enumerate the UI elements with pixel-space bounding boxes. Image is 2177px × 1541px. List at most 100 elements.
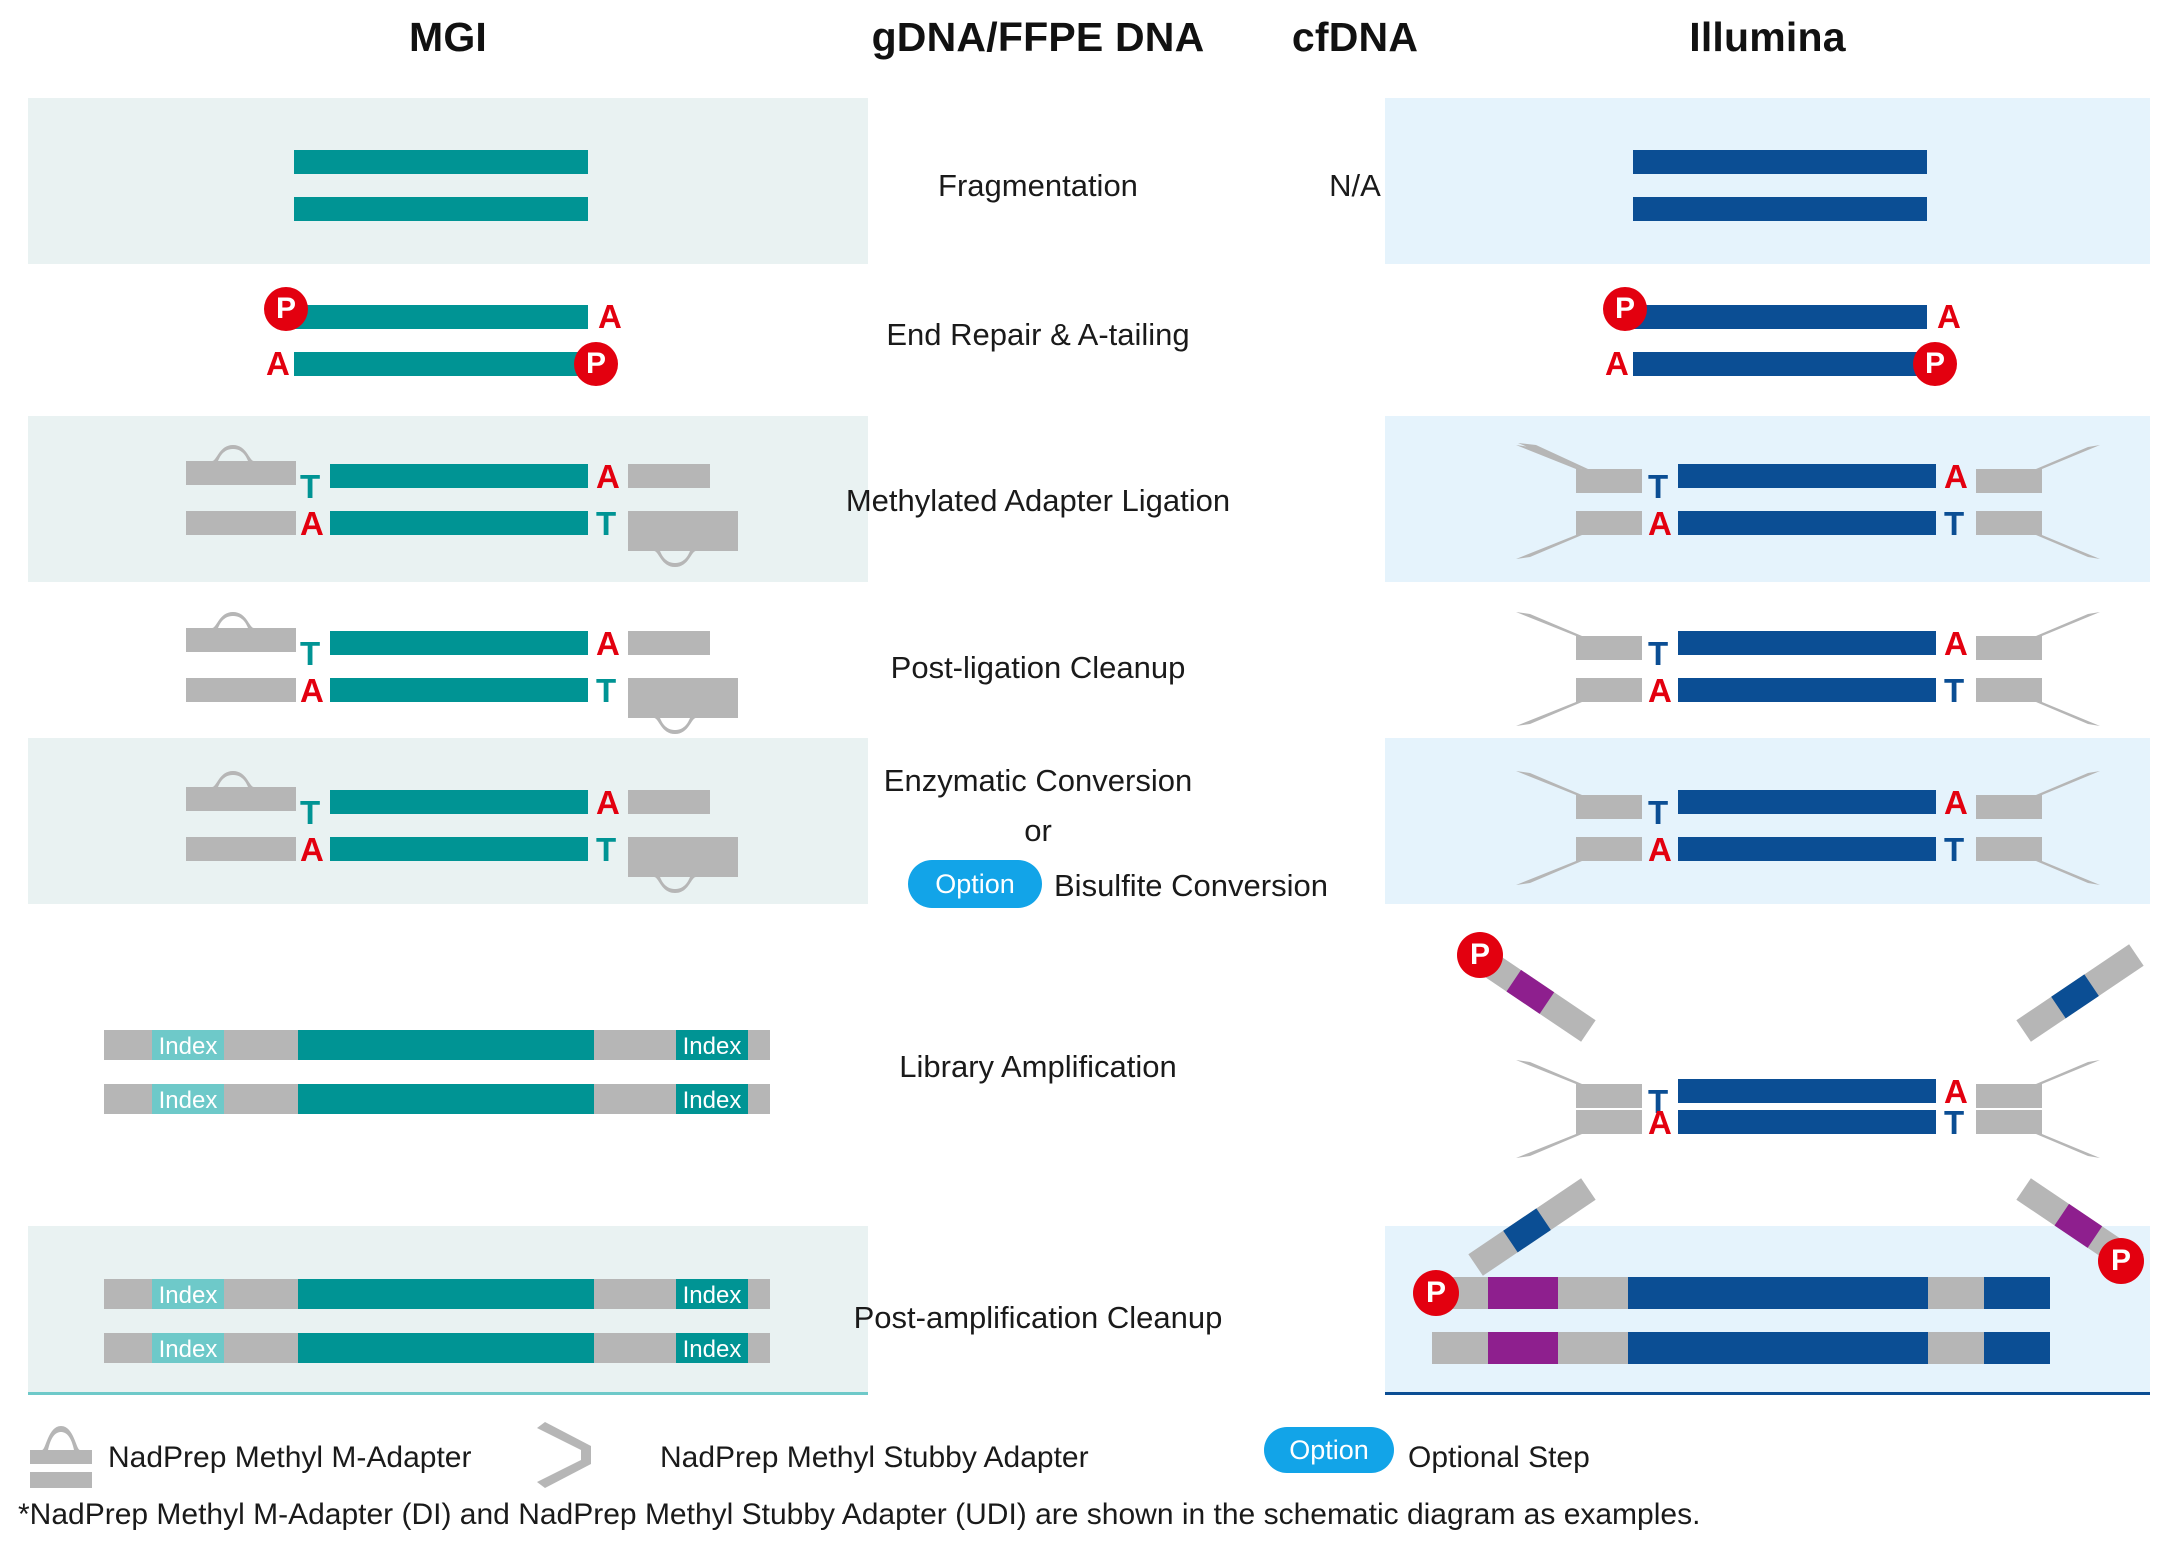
mgi-amp-bottom-index-right <box>676 1084 748 1114</box>
mgi-amp-top-insert <box>298 1030 594 1060</box>
illumina-final-top-insert <box>1628 1277 1928 1309</box>
mgi-m-adapter-left-cleanup <box>186 612 296 652</box>
row-band-illumina-conversion <box>1385 738 2150 904</box>
legend-m-adapter-icon <box>30 1426 92 1488</box>
phosphate-marker-mgi-bottom-right: P <box>574 342 618 386</box>
illumina-dna-strand-bottom <box>1633 197 1927 221</box>
mgi-m-adapter-right-conversion <box>628 837 738 893</box>
step-label-bisulfite-conversion: Bisulfite Conversion <box>1054 868 1328 903</box>
mgi-final-top-insert <box>298 1279 594 1309</box>
illumina-ligation-strand-top <box>1678 464 1936 488</box>
illumina-final-bottom-index-blue <box>1984 1332 2050 1364</box>
mgi-final-top-index-left-label: Index <box>158 1282 218 1309</box>
mgi-m-adapter-right-cleanup <box>628 678 738 734</box>
nucleotide-t-illumina-bottom-right-ligation: T <box>1944 505 1965 542</box>
nucleotide-a-illumina-bottom-left-conversion: A <box>1648 831 1672 868</box>
nucleotide-a-mgi-top-right-conversion: A <box>596 784 620 821</box>
illumina-final-top-index-blue <box>1984 1277 2050 1309</box>
mgi-amp-bottom-index-right-label: Index <box>682 1087 742 1114</box>
phosphate-marker-illumina-final: P <box>1413 1270 1459 1316</box>
step-label-end-repair: End Repair & A-tailing <box>886 317 1190 352</box>
mgi-conversion-strand-bottom <box>330 837 588 861</box>
illumina-column-rule <box>1385 1392 2150 1395</box>
illumina-amp-primer-top-left <box>1468 944 1596 1042</box>
nucleotide-t-mgi-top-left-ligation: T <box>300 468 321 505</box>
mgi-column-rule <box>28 1392 868 1395</box>
nucleotide-t-illumina-bottom-right-conversion: T <box>1944 831 1965 868</box>
nucleotide-t-mgi-bottom-right-conversion: T <box>596 831 617 868</box>
illumina-amp-stubby-bottom-left <box>1516 1110 1642 1158</box>
legend-optional-step-label: Optional Step <box>1408 1441 1590 1474</box>
mgi-amp-top-index-left-label: Index <box>158 1033 218 1060</box>
row-band-illumina-ligation <box>1385 416 2150 582</box>
mgi-conversion-strand-top <box>330 790 588 814</box>
mgi-amp-bottom-insert <box>298 1084 594 1114</box>
mgi-m-adapter-right-ligation <box>628 511 738 567</box>
illumina-amp-stubby-top-left <box>1516 1060 1642 1108</box>
column-header-illumina: Illumina <box>1689 14 1846 60</box>
mgi-final-bottom-index-left <box>152 1333 224 1363</box>
nucleotide-a-illumina-top-right-conversion: A <box>1944 784 1968 821</box>
nucleotide-a-mgi-top-right-ligation: A <box>596 458 620 495</box>
illumina-stubby-adapter-right-cleanup-bottom <box>1976 678 2100 726</box>
illumina-cleanup-strand-top <box>1678 631 1936 655</box>
mgi-dna-strand-bottom <box>294 197 588 221</box>
illumina-stubby-adapter-right-conversion <box>1976 771 2100 819</box>
nucleotide-a-illumina-bottom-left: A <box>1605 345 1629 382</box>
illumina-amp-strand-bottom <box>1678 1110 1936 1134</box>
illumina-er-strand-top <box>1633 305 1927 329</box>
nucleotide-a-illumina-bottom-left-cleanup: A <box>1648 672 1672 709</box>
nucleotide-t-illumina-top-left-ligation: T <box>1648 468 1669 505</box>
row-band-mgi-post-amp <box>28 1226 868 1392</box>
nucleotide-t-mgi-bottom-right-cleanup: T <box>596 672 617 709</box>
illumina-amp-primer-bottom-left <box>1468 1178 1596 1276</box>
mgi-amp-top-index-right <box>676 1030 748 1060</box>
illumina-amp-strand-top <box>1678 1079 1936 1103</box>
mgi-m-adapter-left-stem-cleanup-bottom <box>186 678 296 702</box>
illumina-final-bottom-insert <box>1628 1332 1928 1364</box>
illumina-stubby-adapter-left-cleanup-bottom <box>1516 678 1642 726</box>
mgi-final-bottom-index-right-label: Index <box>682 1336 742 1363</box>
mgi-m-adapter-right-stem-ligation <box>628 464 710 488</box>
legend-m-adapter-label: NadPrep Methyl M-Adapter <box>108 1441 472 1474</box>
mgi-m-adapter-left-stem-conversion-bottom <box>186 837 296 861</box>
column-header-mgi: MGI <box>408 14 488 60</box>
mgi-final-top-index-right-label: Index <box>682 1282 742 1309</box>
illumina-dna-strand-top <box>1633 150 1927 174</box>
illumina-stubby-adapter-left-conversion-bottom <box>1516 837 1642 885</box>
nucleotide-a-illumina-amp-top-right: A <box>1944 1073 1968 1110</box>
mgi-amp-top-index-right-label: Index <box>682 1033 742 1060</box>
mgi-final-bottom-insert <box>298 1333 594 1363</box>
phosphate-marker-illumina-top-left: P <box>1603 287 1647 331</box>
legend-footnote: *NadPrep Methyl M-Adapter (DI) and NadPr… <box>18 1498 1701 1531</box>
nucleotide-a-illumina-top-right: A <box>1937 298 1961 335</box>
legend-option-badge[interactable]: Option <box>1264 1427 1394 1473</box>
mgi-amp-bottom-index-left-label: Index <box>158 1087 218 1114</box>
nucleotide-t-mgi-bottom-right-ligation: T <box>596 505 617 542</box>
nucleotide-a-mgi-bottom-left: A <box>266 345 290 382</box>
mgi-m-adapter-left-stem-ligation-bottom <box>186 511 296 535</box>
row-band-mgi-conversion <box>28 738 868 904</box>
mgi-amp-bottom-index-left <box>152 1084 224 1114</box>
option-badge-conversion[interactable]: Option <box>908 860 1042 908</box>
illumina-final-top-index-purple <box>1488 1277 1558 1309</box>
mgi-ligation-strand-top <box>330 464 588 488</box>
phosphate-marker-illumina-amp-bottom-right: P <box>2098 1238 2144 1284</box>
mgi-final-top-index-left <box>152 1279 224 1309</box>
nucleotide-a-mgi-bottom-left-cleanup: A <box>300 672 324 709</box>
phosphate-marker-illumina-amp-top-left: P <box>1457 932 1503 978</box>
illumina-conversion-strand-bottom <box>1678 837 1936 861</box>
illumina-stubby-adapter-left-conversion <box>1516 771 1642 819</box>
illumina-stubby-adapter-left-ligation <box>1516 443 1642 493</box>
nucleotide-a-illumina-top-right-cleanup: A <box>1944 625 1968 662</box>
step-label-adapter-ligation: Methylated Adapter Ligation <box>845 483 1231 518</box>
cfdna-value-fragmentation: N/A <box>1329 168 1381 203</box>
illumina-cleanup-strand-bottom <box>1678 678 1936 702</box>
step-label-post-amplification-cleanup: Post-amplification Cleanup <box>853 1300 1223 1335</box>
mgi-er-strand-bottom <box>294 352 588 376</box>
nucleotide-a-illumina-bottom-left-ligation: A <box>1648 505 1672 542</box>
illumina-stubby-adapter-right-ligation-bottom <box>1976 511 2100 559</box>
mgi-ligation-strand-bottom <box>330 511 588 535</box>
nucleotide-t-illumina-top-left-conversion: T <box>1648 794 1669 831</box>
illumina-amp-primer-top-right <box>2016 944 2144 1042</box>
